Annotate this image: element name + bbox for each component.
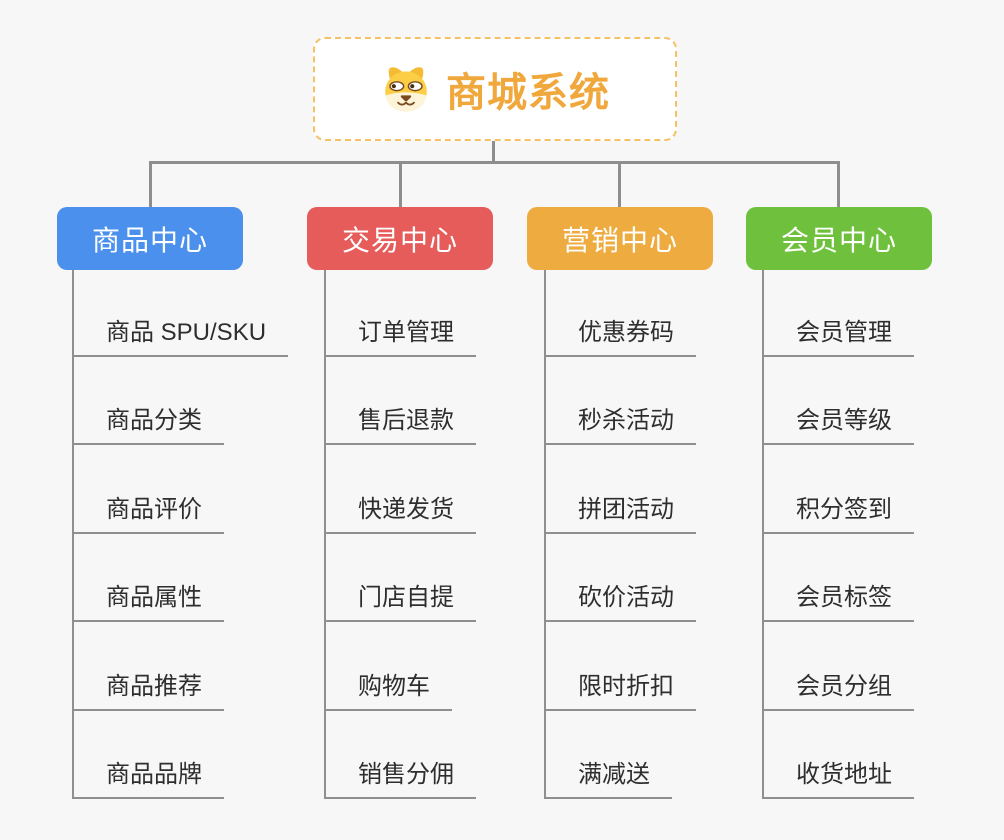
connector-root-drop <box>492 141 495 162</box>
dog-face-icon <box>385 67 427 112</box>
branch-node-marketing[interactable]: 营销中心 <box>527 207 713 270</box>
mindmap-item[interactable]: 优惠券码 <box>546 319 696 357</box>
mindmap-item[interactable]: 销售分佣 <box>326 761 476 799</box>
mindmap-item[interactable]: 秒杀活动 <box>546 407 696 445</box>
branch-children-members: 会员管理 会员等级 积分签到 会员标签 会员分组 收货地址 <box>762 270 914 799</box>
mindmap-item[interactable]: 快递发货 <box>326 496 476 534</box>
mindmap-item[interactable]: 限时折扣 <box>546 673 696 711</box>
mindmap-item[interactable]: 商品分类 <box>74 407 224 445</box>
mindmap-item[interactable]: 会员等级 <box>764 407 914 445</box>
mindmap-item[interactable]: 商品 SPU/SKU <box>74 319 289 357</box>
connector-drop-products <box>149 161 152 207</box>
mindmap-item[interactable]: 门店自提 <box>326 584 476 622</box>
branch-children-trade: 订单管理 售后退款 快递发货 门店自提 购物车 销售分佣 <box>324 270 476 799</box>
mindmap-item[interactable]: 会员标签 <box>764 584 914 622</box>
connector-drop-marketing <box>618 161 621 207</box>
root-title: 商城系统 <box>446 71 610 115</box>
mindmap-item[interactable]: 购物车 <box>326 673 452 711</box>
branch-children-products: 商品 SPU/SKU 商品分类 商品评价 商品属性 商品推荐 商品品牌 <box>72 270 289 799</box>
branch-children-marketing: 优惠券码 秒杀活动 拼团活动 砍价活动 限时折扣 满减送 <box>544 270 696 799</box>
mindmap-item[interactable]: 商品属性 <box>74 584 224 622</box>
mindmap-item[interactable]: 砍价活动 <box>546 584 696 622</box>
mindmap-item[interactable]: 商品品牌 <box>74 761 224 799</box>
mindmap-item[interactable]: 积分签到 <box>764 496 914 534</box>
branch-node-products[interactable]: 商品中心 <box>57 207 243 270</box>
mindmap-item[interactable]: 拼团活动 <box>546 496 696 534</box>
root-node[interactable]: 商城系统 <box>313 37 677 141</box>
mindmap-item[interactable]: 会员管理 <box>764 319 914 357</box>
connector-drop-trade <box>399 161 402 207</box>
mindmap-item[interactable]: 商品推荐 <box>74 673 224 711</box>
mindmap-item[interactable]: 满减送 <box>546 761 672 799</box>
mindmap-item[interactable]: 会员分组 <box>764 673 914 711</box>
mindmap-item[interactable]: 收货地址 <box>764 761 914 799</box>
mindmap-item[interactable]: 售后退款 <box>326 407 476 445</box>
mindmap-item[interactable]: 商品评价 <box>74 496 224 534</box>
mindmap-item[interactable]: 订单管理 <box>326 319 476 357</box>
connector-drop-members <box>837 161 840 207</box>
branch-node-members[interactable]: 会员中心 <box>746 207 932 270</box>
connector-horizontal-bar <box>149 161 840 164</box>
branch-node-trade[interactable]: 交易中心 <box>307 207 493 270</box>
